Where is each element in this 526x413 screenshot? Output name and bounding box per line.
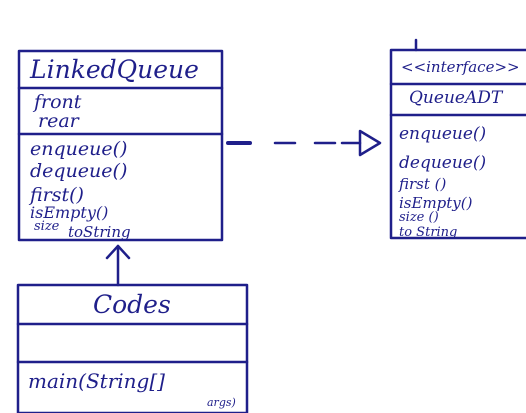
linkedqueue-box <box>17 49 224 242</box>
linkedqueue-method-isempty: isEmpty() <box>30 203 109 222</box>
realization-arrowhead <box>358 129 382 157</box>
codes-class-name: Codes <box>93 290 171 319</box>
linkedqueue-method-size: size <box>34 219 60 234</box>
queueadt-method-first: first () <box>399 175 447 193</box>
linkedqueue-class-name: LinkedQueue <box>30 55 199 84</box>
linkedqueue-attr-front: front <box>34 91 82 113</box>
queueadt-method-dequeue: dequeue() <box>399 153 487 173</box>
linkedqueue-method-tostring: toString <box>68 223 131 241</box>
linkedqueue-method-first: first() <box>30 184 84 206</box>
association-arrowhead <box>105 244 131 260</box>
queueadt-box <box>389 48 526 240</box>
queueadt-method-enqueue: enqueue() <box>399 124 487 144</box>
linkedqueue-method-dequeue: dequeue() <box>30 160 128 182</box>
queueadt-method-isempty: isEmpty() <box>399 194 473 212</box>
queueadt-method-tostring: to String <box>399 225 458 240</box>
linkedqueue-method-enqueue: enqueue() <box>30 138 128 160</box>
codes-box <box>16 283 249 413</box>
linkedqueue-attr-rear: rear <box>38 110 79 132</box>
codes-method-main-args: args) <box>207 396 236 409</box>
queueadt-method-size: size () <box>399 210 439 225</box>
codes-method-main: main(String[] <box>28 369 165 393</box>
queueadt-class-name: QueueADT <box>409 88 503 108</box>
queueadt-stereotype: <<interface>> <box>401 58 520 76</box>
